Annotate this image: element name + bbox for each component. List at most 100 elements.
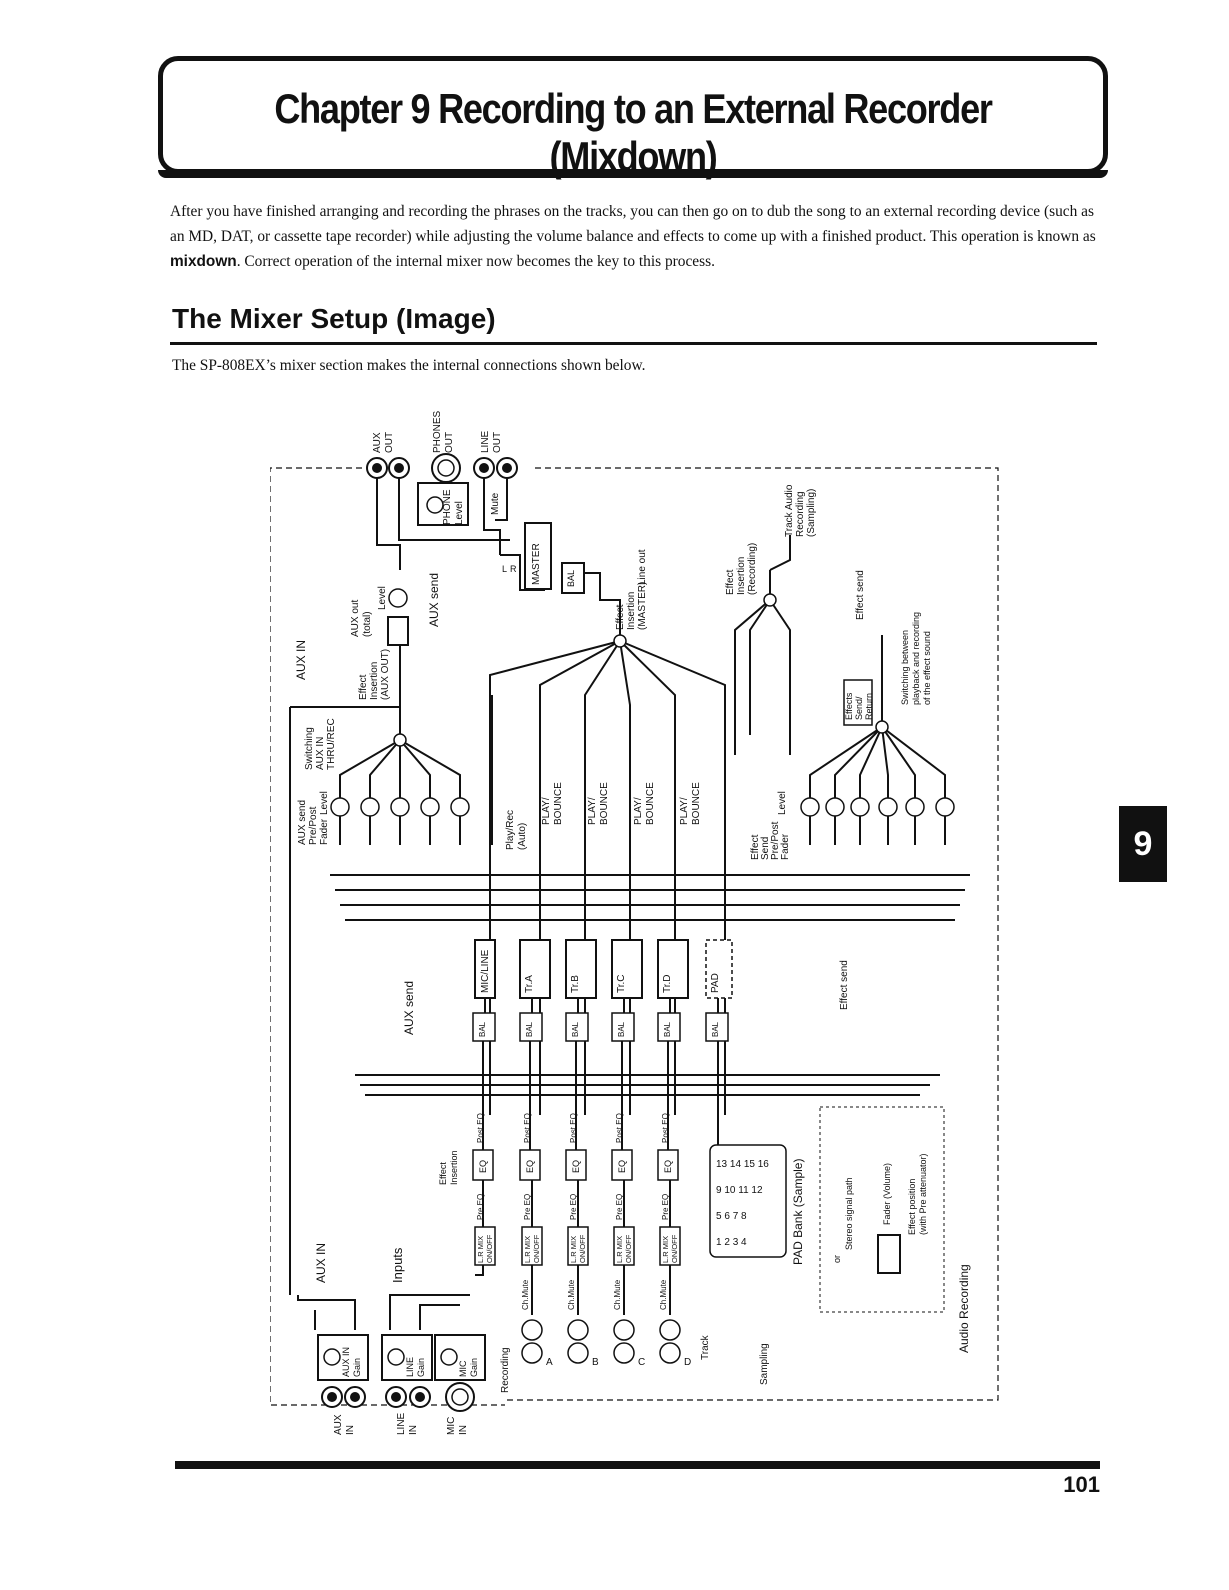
legend-signal-path: Stereo signal path <box>844 1177 854 1250</box>
post-eq-b-label: Post EQ <box>569 1113 578 1143</box>
aux-send-mix-node <box>393 733 407 747</box>
bal-tr-c-label: BAL <box>617 1021 626 1037</box>
channel-tr-c-label: Tr.C <box>616 974 627 993</box>
mic-gain-label: MICGain <box>458 1358 479 1377</box>
recording-label: Recording <box>500 1347 511 1393</box>
page-number: 101 <box>1063 1472 1100 1497</box>
output-wiring <box>376 478 621 625</box>
track-label: Track <box>700 1334 711 1360</box>
lr-mix-c-label: L.R MIXON/OFF <box>615 1234 633 1263</box>
bal-tr-b-label: BAL <box>571 1021 580 1037</box>
mic-in-jack-label: MICIN <box>446 1417 469 1435</box>
post-eq-mic-label: Post EQ <box>476 1113 485 1143</box>
channel-mic-line-label: MIC/LINE <box>480 949 491 993</box>
effect-send-top-label: Effect send <box>855 570 866 620</box>
track-recorders <box>521 1319 681 1364</box>
aux-send-level-label: Level <box>319 791 330 815</box>
effect-insertion-master-label: EffectInsertion(MASTER) <box>615 582 648 630</box>
master-bal-label: BAL <box>566 570 576 587</box>
effect-send-level-label: Level <box>777 791 788 815</box>
pad-row-2: 9 10 11 12 <box>716 1185 763 1196</box>
aux-in-bottom-label: AUX IN <box>314 1243 328 1283</box>
track-letter-b: B <box>592 1357 599 1368</box>
legend-or: or <box>832 1255 842 1263</box>
intro-text-after: . Correct operation of the internal mixe… <box>236 253 715 270</box>
channel-tr-d-label: Tr.D <box>662 974 673 993</box>
sampling-label: Sampling <box>759 1343 770 1385</box>
legend: Stereo signal path or Fader (Volume) Eff… <box>819 1106 945 1313</box>
aux-in-top-label: AUX IN <box>294 640 308 680</box>
play-bounce-a-label: PLAY/BOUNCE <box>541 782 564 825</box>
mute-label: Mute <box>490 492 501 515</box>
phones-out-label: PHONESOUT <box>432 410 455 453</box>
chapter-title: Chapter 9 Recording to an External Recor… <box>274 85 993 180</box>
aux-send-top-label: AUX send <box>427 573 441 627</box>
master-label: MASTER <box>531 543 542 585</box>
aux-level-label: Level <box>377 586 388 610</box>
play-rec-auto-label: Play/Rec(Auto) <box>505 810 528 850</box>
bal-pad-label: BAL <box>711 1021 720 1037</box>
intro-term: mixdown <box>170 253 237 270</box>
bal-tr-a-label: BAL <box>525 1021 534 1037</box>
diagram-frame <box>270 467 999 1406</box>
aux-out-total-label: AUX out(total) <box>350 600 373 637</box>
track-letter-d: D <box>684 1357 691 1368</box>
ch-mute-a-label: Ch.Mute <box>521 1279 530 1310</box>
play-bounce-d-label: PLAY/BOUNCE <box>679 782 702 825</box>
line-in-jack-label: LINEIN <box>396 1412 419 1435</box>
pad-bank: 13 14 15 16 9 10 11 12 5 6 7 8 1 2 3 4 P… <box>709 1144 805 1265</box>
track-letter-a: A <box>546 1357 553 1368</box>
lr-mix-a-label: L.R MIXON/OFF <box>523 1234 541 1263</box>
chapter-tab: 9 <box>1119 806 1167 882</box>
pad-row-4: 1 2 3 4 <box>716 1237 747 1248</box>
pad-fader <box>705 939 733 999</box>
pre-eq-d-label: Pre EQ <box>661 1194 670 1220</box>
input-gain-boxes: AUX INGain LINEGain MICGain <box>317 1334 486 1381</box>
channel-tr-a-label: Tr.A <box>524 975 535 993</box>
input-jacks <box>321 1382 475 1412</box>
lr-mix-d-label: L.R MIXON/OFF <box>661 1234 679 1263</box>
tr-c-fader <box>611 939 643 999</box>
tr-b-fader <box>565 939 597 999</box>
effect-send-level-knobs <box>800 797 955 817</box>
ch-mute-c-label: Ch.Mute <box>613 1279 622 1310</box>
aux-bal <box>387 616 409 646</box>
intro-text-before: After you have finished arranging and re… <box>170 203 1096 245</box>
ch-mute-d-label: Ch.Mute <box>659 1279 668 1310</box>
legend-effect-position: Effect position(with Pre attenuator) <box>907 1153 928 1235</box>
line-out-label: LINEOUT <box>480 430 503 453</box>
aux-in-jack-label: AUXIN <box>333 1414 356 1435</box>
aux-level-knob <box>388 588 408 608</box>
legend-fader-icon <box>877 1234 901 1274</box>
recording-mix-node <box>763 593 777 607</box>
ch-mute-b-label: Ch.Mute <box>567 1279 576 1310</box>
footer-rule <box>175 1461 1100 1469</box>
bal-mic-line-label: BAL <box>478 1021 487 1037</box>
output-jacks <box>366 453 518 483</box>
aux-send-level-knobs <box>330 797 470 817</box>
post-eq-c-label: Post EQ <box>615 1113 624 1143</box>
tr-d-fader <box>657 939 689 999</box>
pre-eq-c-label: Pre EQ <box>615 1194 624 1220</box>
switching-aux-in-label: SwitchingAUX INTHRU/REC <box>304 718 337 770</box>
pad-row-3: 5 6 7 8 <box>716 1211 747 1222</box>
aux-send-mid-label: AUX send <box>402 981 416 1035</box>
effect-insertion-channel-label: EffectInsertion <box>438 1150 459 1185</box>
eq-d-label: EQ <box>663 1160 673 1173</box>
line-gain-label: LINEGain <box>405 1357 426 1377</box>
master-mix-node <box>613 634 627 648</box>
master-bal <box>561 562 585 594</box>
pad-row-1: 13 14 15 16 <box>716 1159 769 1170</box>
section-rule <box>170 342 1097 345</box>
tr-a-fader <box>519 939 551 999</box>
output-r-label: R <box>510 564 517 574</box>
eq-a-label: EQ <box>525 1160 535 1173</box>
aux-send-prepost-label: AUX sendPre/PostFader <box>297 800 330 845</box>
bal-tr-d-label: BAL <box>663 1021 672 1037</box>
pre-eq-a-label: Pre EQ <box>523 1194 532 1220</box>
effects-send-return-box <box>843 679 873 726</box>
effect-insertion-recording-label: EffectInsertion(Recording) <box>725 543 758 595</box>
channel-tr-b-label: Tr.B <box>570 975 581 993</box>
output-l-label: L <box>502 564 507 574</box>
eq-mic-label: EQ <box>478 1160 488 1173</box>
